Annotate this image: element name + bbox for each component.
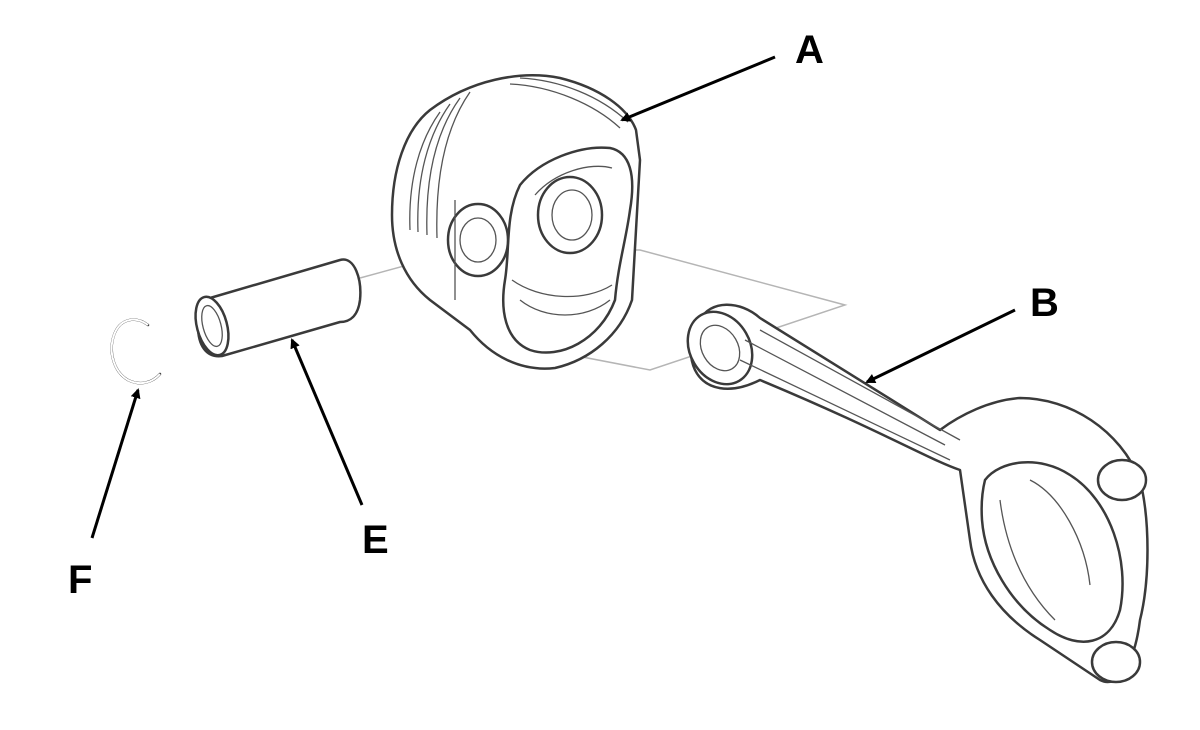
- leader-f: [90, 388, 141, 539]
- callout-label-b: B: [1030, 281, 1059, 325]
- piston-pin: [194, 258, 362, 358]
- piston-pin-circlip: [110, 318, 162, 385]
- leader-e: [290, 338, 364, 506]
- callout-label-f: F: [68, 558, 93, 602]
- callout-label-e: E: [362, 518, 389, 562]
- piston: [390, 74, 642, 370]
- callout-leaders: [90, 55, 1016, 539]
- connecting-rod: [686, 303, 1149, 684]
- leader-a: [620, 55, 776, 122]
- leader-b: [865, 308, 1016, 384]
- callout-label-a: A: [795, 28, 824, 72]
